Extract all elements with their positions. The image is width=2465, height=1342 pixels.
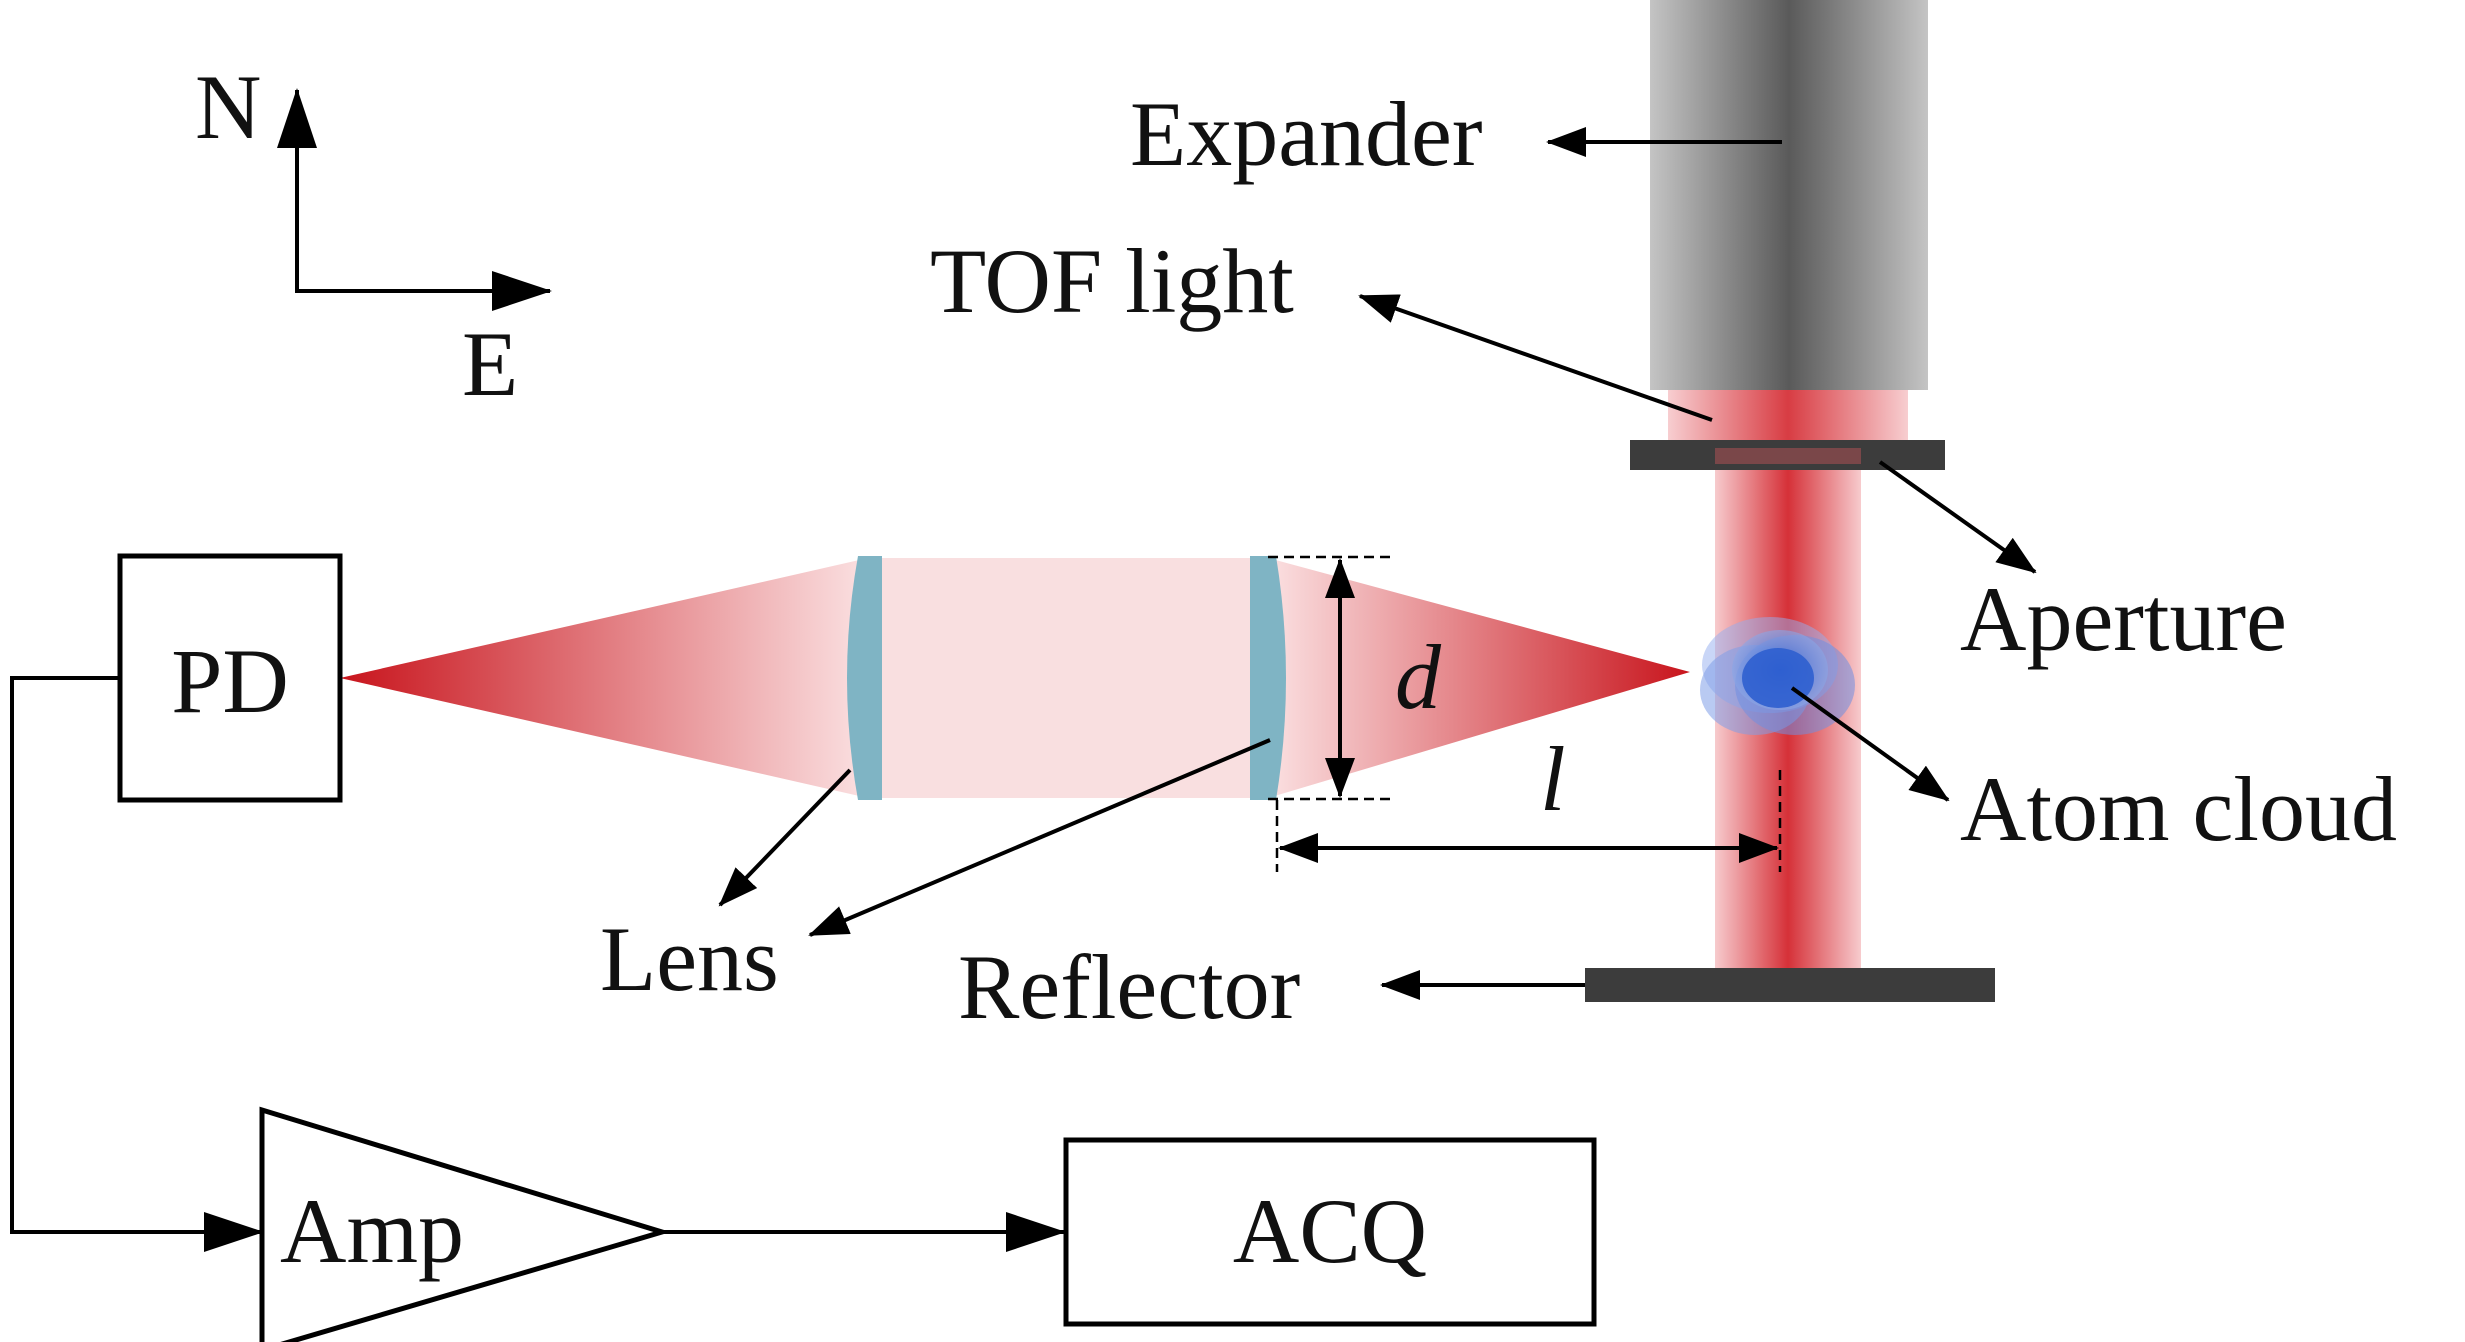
- atom-cloud-pointer: [1790, 686, 1950, 802]
- acquisition-box: [1063, 1137, 1597, 1327]
- dimension-l: l: [1275, 728, 1782, 872]
- photodetector-label: PD: [171, 630, 289, 732]
- lens-left: [847, 556, 882, 800]
- expander-label: Expander: [1130, 83, 1483, 185]
- aperture-pointer: [1878, 460, 2037, 574]
- lens-label: Lens: [600, 908, 779, 1010]
- acquisition-label: ACQ: [1233, 1180, 1427, 1282]
- signal-line-pd-amp: [10, 676, 264, 1252]
- dimension-l-label: l: [1540, 728, 1566, 830]
- expander: [1650, 0, 1928, 390]
- atom-cloud-label: Atom cloud: [1960, 758, 2397, 860]
- tof-light-pointer: [1358, 294, 1713, 422]
- photodetector-box: [117, 553, 343, 803]
- collimated-beam: [868, 558, 1268, 798]
- tof-light-label: TOF light: [930, 230, 1294, 332]
- tof-beam-upper: [1668, 390, 1908, 440]
- reflector-label: Reflector: [958, 936, 1300, 1038]
- left-cone: [340, 558, 868, 798]
- aperture-opening: [1715, 448, 1861, 464]
- dimension-d-label: d: [1395, 626, 1442, 728]
- dimension-d: d: [1268, 555, 1442, 801]
- compass-north-label: N: [195, 56, 261, 158]
- compass: N E: [195, 56, 552, 415]
- lens-pointer-right: [808, 738, 1271, 937]
- amplifier-triangle: [259, 1106, 671, 1342]
- right-cone: [1268, 558, 1690, 798]
- aperture-label: Aperture: [1960, 568, 2287, 670]
- reflector-plate: [1585, 968, 1995, 1002]
- lens-right: [1250, 556, 1286, 800]
- lens-pointer-left: [718, 768, 852, 907]
- compass-east-label: E: [462, 313, 518, 415]
- amplifier-label: Amp: [280, 1180, 464, 1282]
